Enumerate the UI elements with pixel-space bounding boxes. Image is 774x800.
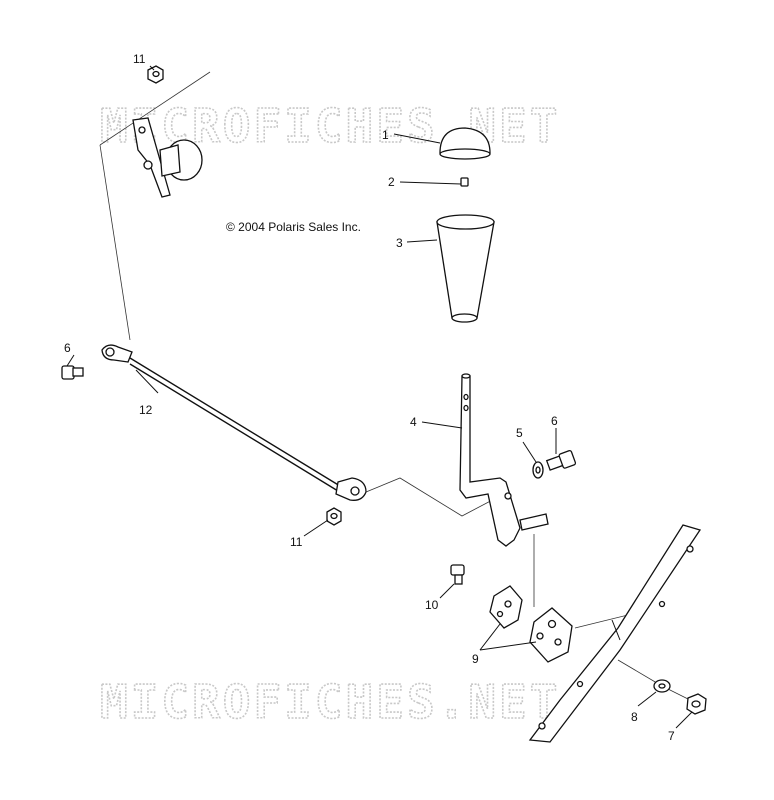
- callout-2: 2: [388, 175, 395, 189]
- part-11-nut-top: [147, 65, 164, 84]
- callout-11-top: 11: [133, 52, 146, 66]
- part-9-bushing-upper: [489, 585, 523, 629]
- callouts: 11 1 2 3 6 12 4 5 6 11 10 9 8 7: [64, 52, 675, 743]
- callout-12: 12: [139, 403, 153, 417]
- callout-10: 10: [425, 598, 439, 612]
- part-5-washer: [532, 461, 544, 479]
- callout-3: 3: [396, 236, 403, 250]
- part-8-washer: [653, 679, 671, 693]
- part-3-shift-knob: [436, 214, 495, 323]
- callout-11-middle: 11: [290, 535, 303, 549]
- part-2-screw: [460, 177, 469, 187]
- part-6-bolt-right: [545, 450, 577, 471]
- shift-arm-assembly: [132, 117, 203, 198]
- part-7-nut: [686, 693, 707, 715]
- callout-4: 4: [410, 415, 417, 429]
- callout-7: 7: [668, 729, 675, 743]
- part-11-nut-middle: [326, 507, 342, 526]
- callout-6-right: 6: [551, 414, 558, 428]
- callout-8: 8: [631, 710, 638, 724]
- transmission-housing: [99, 71, 211, 341]
- watermark-top: MICROFICHES.NET: [100, 99, 560, 153]
- part-9-bushing-lower: [529, 607, 573, 663]
- leader-lines: [66, 65, 693, 729]
- copyright-text: © 2004 Polaris Sales Inc.: [226, 220, 361, 234]
- part-6-bolt-left: [61, 365, 84, 380]
- callout-5: 5: [516, 426, 523, 440]
- callout-6-left: 6: [64, 341, 71, 355]
- callout-1: 1: [382, 128, 389, 142]
- part-12-shift-rod: [101, 344, 367, 501]
- frame-rail: [528, 524, 702, 743]
- callout-9: 9: [472, 652, 479, 666]
- part-1-knob-cap: [439, 127, 491, 160]
- part-10-screw: [450, 564, 465, 585]
- part-4-shift-lever: [459, 373, 549, 547]
- watermark-bottom: MICROFICHES.NET: [100, 675, 560, 729]
